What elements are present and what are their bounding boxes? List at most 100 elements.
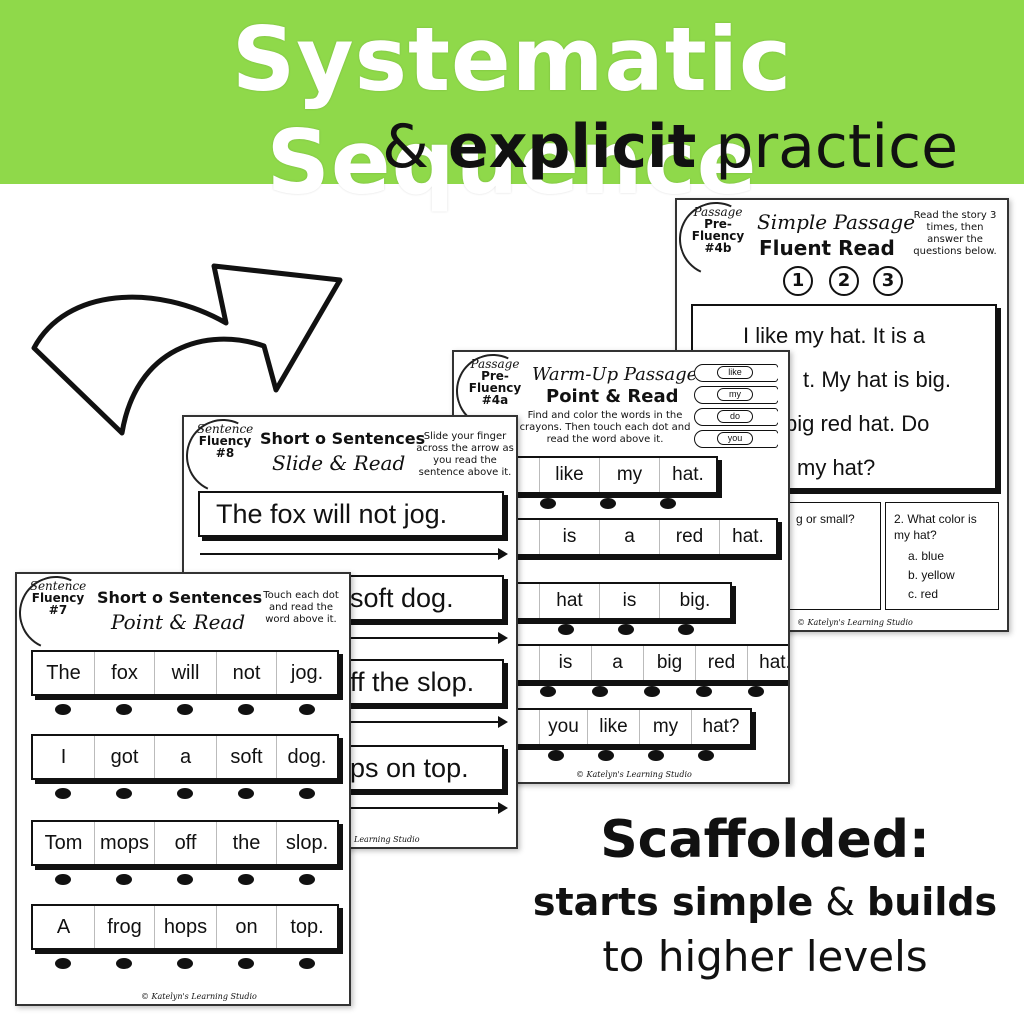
- word-cell: jog.: [290, 661, 324, 684]
- word-cell: red: [696, 646, 748, 680]
- scaffold-line-3: to higher levels: [602, 932, 928, 981]
- badge-line-3: #4b: [704, 241, 732, 255]
- badge-line-1: Sentence: [29, 579, 87, 593]
- word-cell: a: [592, 646, 644, 680]
- word-cell: not: [217, 652, 277, 694]
- badge-line-1: Passage: [693, 205, 743, 219]
- word-cell: fox: [95, 652, 155, 694]
- word-cell: you: [540, 710, 588, 744]
- word-row-5: you like my hat?: [512, 708, 752, 746]
- crayon-1: like: [694, 364, 788, 382]
- word-cell: big.: [679, 590, 711, 611]
- question-2-option-b: b. yellow: [908, 568, 955, 582]
- scaffold-builds: builds: [867, 880, 998, 924]
- worksheet-title: Short o Sentences: [260, 429, 426, 448]
- slide-arrow-icon: [200, 548, 508, 560]
- badge-line-2: Pre-Fluency: [691, 217, 745, 243]
- worksheet-footer: © Katelyn's Learning Studio: [576, 770, 692, 779]
- worksheet-instructions: Read the story 3 times, then answer the …: [913, 210, 997, 257]
- word-cell: I: [33, 736, 95, 778]
- word-cell: like: [540, 458, 600, 492]
- crayon-4: you: [694, 430, 788, 448]
- word-row-4: is a big red hat.: [512, 644, 788, 682]
- badge-line-1: Sentence: [196, 422, 254, 436]
- read-count-1: 1: [783, 266, 813, 296]
- passage-line-4: my hat?: [797, 455, 876, 480]
- word-cell: hops: [155, 906, 217, 948]
- sentence-text: The fox will not jog.: [216, 498, 448, 529]
- worksheet-title: Warm-Up Passage: [532, 364, 698, 385]
- badge-line-3: #7: [48, 603, 68, 617]
- touch-dots: [558, 624, 694, 635]
- worksheet-title: Simple Passage: [757, 210, 916, 234]
- worksheet-subtitle: Point & Read: [111, 610, 246, 634]
- banner-subtitle: & explicit practice: [382, 112, 958, 182]
- worksheet-subtitle: Fluent Read: [759, 236, 895, 260]
- worksheet-subtitle: Point & Read: [546, 386, 679, 407]
- word-cell: is: [540, 520, 600, 554]
- word-row-4: A frog hops on top.: [31, 904, 339, 950]
- banner-sub-bold: explicit: [448, 112, 697, 182]
- word-cell: frog: [95, 906, 155, 948]
- badge-line-2: Fluency: [31, 591, 85, 605]
- slide-arrow-icon: [200, 632, 508, 644]
- banner-title: Systematic Sequence: [231, 8, 793, 214]
- touch-dots: [55, 958, 315, 969]
- slide-arrow-icon: [200, 802, 508, 814]
- crayon-word-2: my: [717, 388, 753, 401]
- scaffold-amp: &: [813, 880, 868, 924]
- passage-line-2: t. My hat is big.: [803, 367, 951, 392]
- crayon-word-3: do: [717, 410, 753, 423]
- word-row-1: The fox will not jog.: [31, 650, 339, 696]
- word-cell: on: [217, 906, 277, 948]
- banner-sub-prefix: &: [382, 112, 449, 182]
- word-cell: got: [95, 736, 155, 778]
- worksheet-instructions: Slide your finger across the arrow as yo…: [416, 431, 514, 478]
- question-2-box: 2. What color is my hat? a. blue b. yell…: [885, 502, 999, 610]
- passage-line-1: I like my hat. It is a: [743, 323, 926, 348]
- touch-dots: [55, 704, 315, 715]
- question-1-text: g or small?: [796, 512, 855, 526]
- worksheet-badge: Sentence Fluency #8: [184, 417, 271, 504]
- word-cell: [514, 710, 540, 744]
- word-row-2: I got a soft dog.: [31, 734, 339, 780]
- word-cell: is: [600, 584, 660, 618]
- worksheet-footer: © Katelyn's Learning Studio: [141, 992, 257, 1001]
- passage-line-3: big red hat. Do: [785, 411, 930, 436]
- scaffold-starts-simple: starts simple: [532, 880, 814, 924]
- badge-line-3: #4a: [481, 393, 509, 407]
- touch-dots: [540, 498, 676, 509]
- worksheet-badge: Passage Pre-Fluency #4a: [454, 352, 541, 439]
- question-2-option-c: c. red: [908, 587, 939, 601]
- word-cell: big: [644, 646, 696, 680]
- question-2-text: 2. What color is my hat?: [894, 512, 977, 542]
- touch-dots: [548, 750, 714, 761]
- word-row-2: is a red hat.: [512, 518, 778, 556]
- read-count-2: 2: [829, 266, 859, 296]
- badge-line-2: Pre-Fluency: [468, 369, 522, 395]
- word-cell: Tom: [33, 822, 95, 864]
- word-cell: [514, 520, 540, 554]
- word-row-3: Tom mops off the slop.: [31, 820, 339, 866]
- word-cell: a: [155, 736, 217, 778]
- curved-arrow-icon: [31, 263, 343, 436]
- worksheet-instructions: Touch each dot and read the word above i…: [263, 590, 339, 625]
- word-cell: hat?: [702, 716, 740, 737]
- word-cell: mops: [95, 822, 155, 864]
- touch-dots: [540, 686, 764, 697]
- worksheet-badge: Passage Pre-Fluency #4b: [677, 200, 764, 287]
- scaffold-heading: Scaffolded:: [600, 810, 930, 870]
- word-cell: my: [600, 458, 660, 492]
- crayon-word-4: you: [717, 432, 753, 445]
- read-count-3: 3: [873, 266, 903, 296]
- worksheet-instructions: Find and color the words in the crayons.…: [519, 410, 691, 445]
- word-cell: slop.: [285, 831, 329, 854]
- word-cell: will: [155, 652, 217, 694]
- word-cell: a: [600, 520, 660, 554]
- question-2-option-a: a. blue: [908, 549, 945, 563]
- word-cell: [514, 458, 540, 492]
- word-cell: dog.: [287, 745, 327, 768]
- sentence-box-1: The fox will not jog.: [198, 491, 504, 537]
- badge-line-2: Fluency: [198, 434, 252, 448]
- word-cell: hat.: [672, 464, 704, 485]
